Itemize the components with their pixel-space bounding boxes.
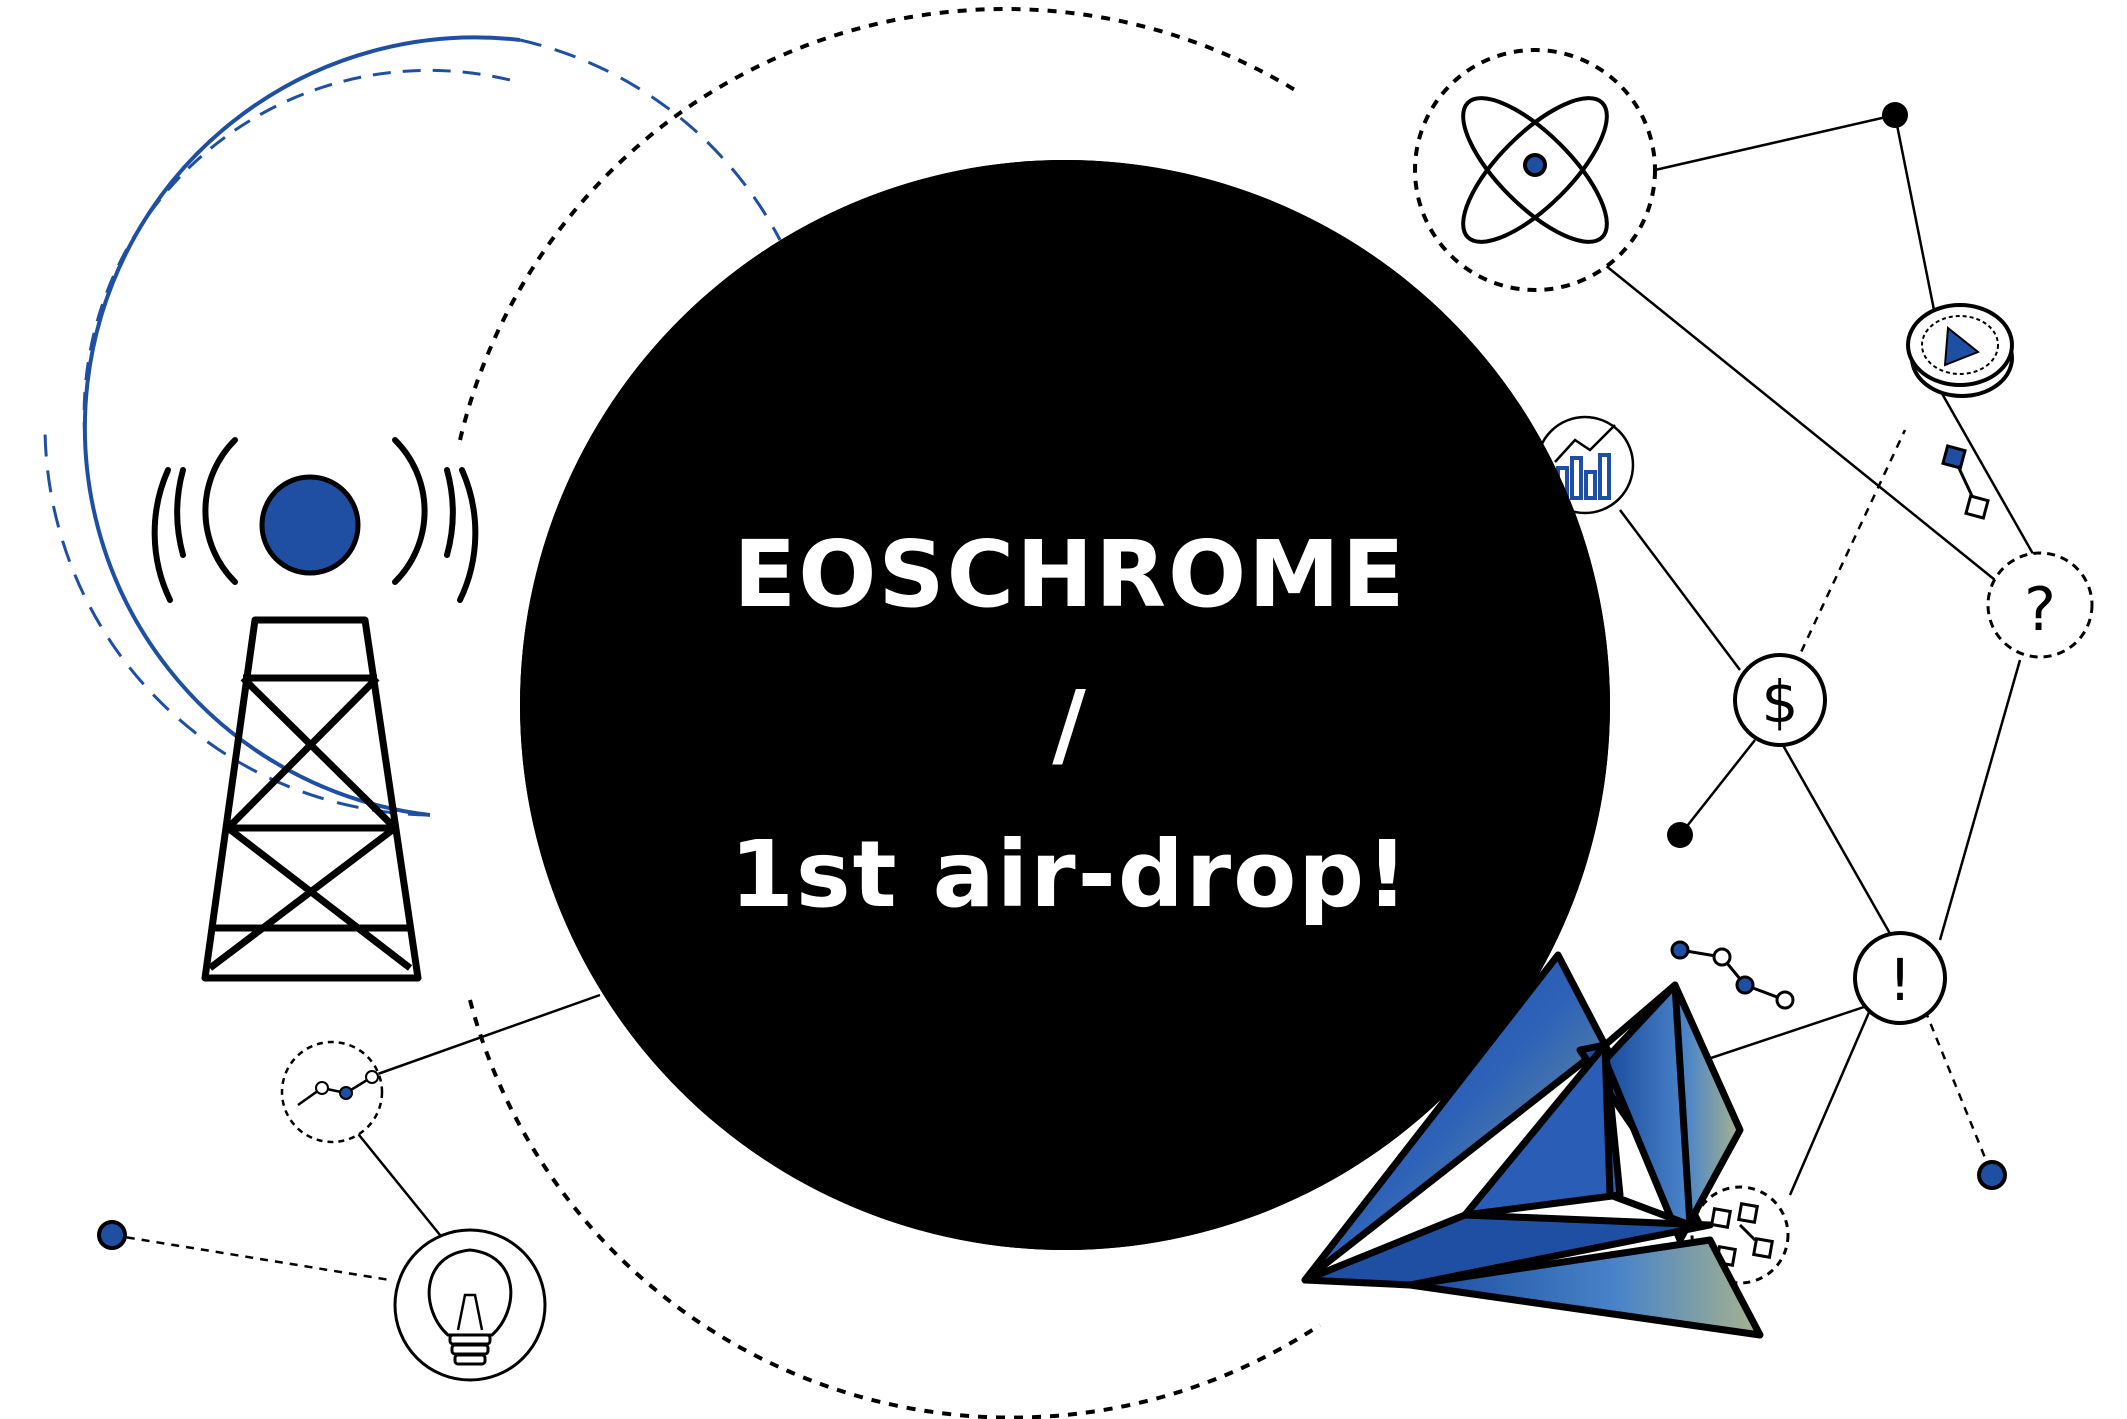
line-graph-icon [1670,940,1795,1010]
question-glyph: ? [2024,575,2056,645]
title-line-event: 1st air-drop! [729,821,1411,928]
exclamation-glyph: ! [1888,946,1911,1014]
exclamation-icon: ! [1853,931,1947,1025]
coin-icon [1906,303,2014,398]
airdrop-title: EOSCHROME / 1st air-drop! [520,500,1620,950]
network-dots [97,102,2007,1250]
dashed-network-lines [111,429,1992,1282]
dollar-icon: $ [1733,653,1827,747]
atom-icon [1413,48,1657,292]
brand-triangle-logo [1301,951,1764,1339]
title-line-separator: / [1052,671,1088,778]
bar-chart-icon [520,160,1635,1250]
black-orbit-arcs [458,7,1322,1419]
dollar-glyph: $ [1762,668,1799,736]
title-line-brand: EOSCHROME [733,521,1407,628]
radio-tower-icon [151,437,479,982]
lightbulb-icon [393,1228,547,1382]
diamond-nodes-icon [1941,444,1990,520]
trend-graph-icon [280,1040,384,1144]
question-icon: ? [1986,551,2094,659]
network-lines [354,113,2047,1236]
blue-orbit-arcs [43,35,782,817]
